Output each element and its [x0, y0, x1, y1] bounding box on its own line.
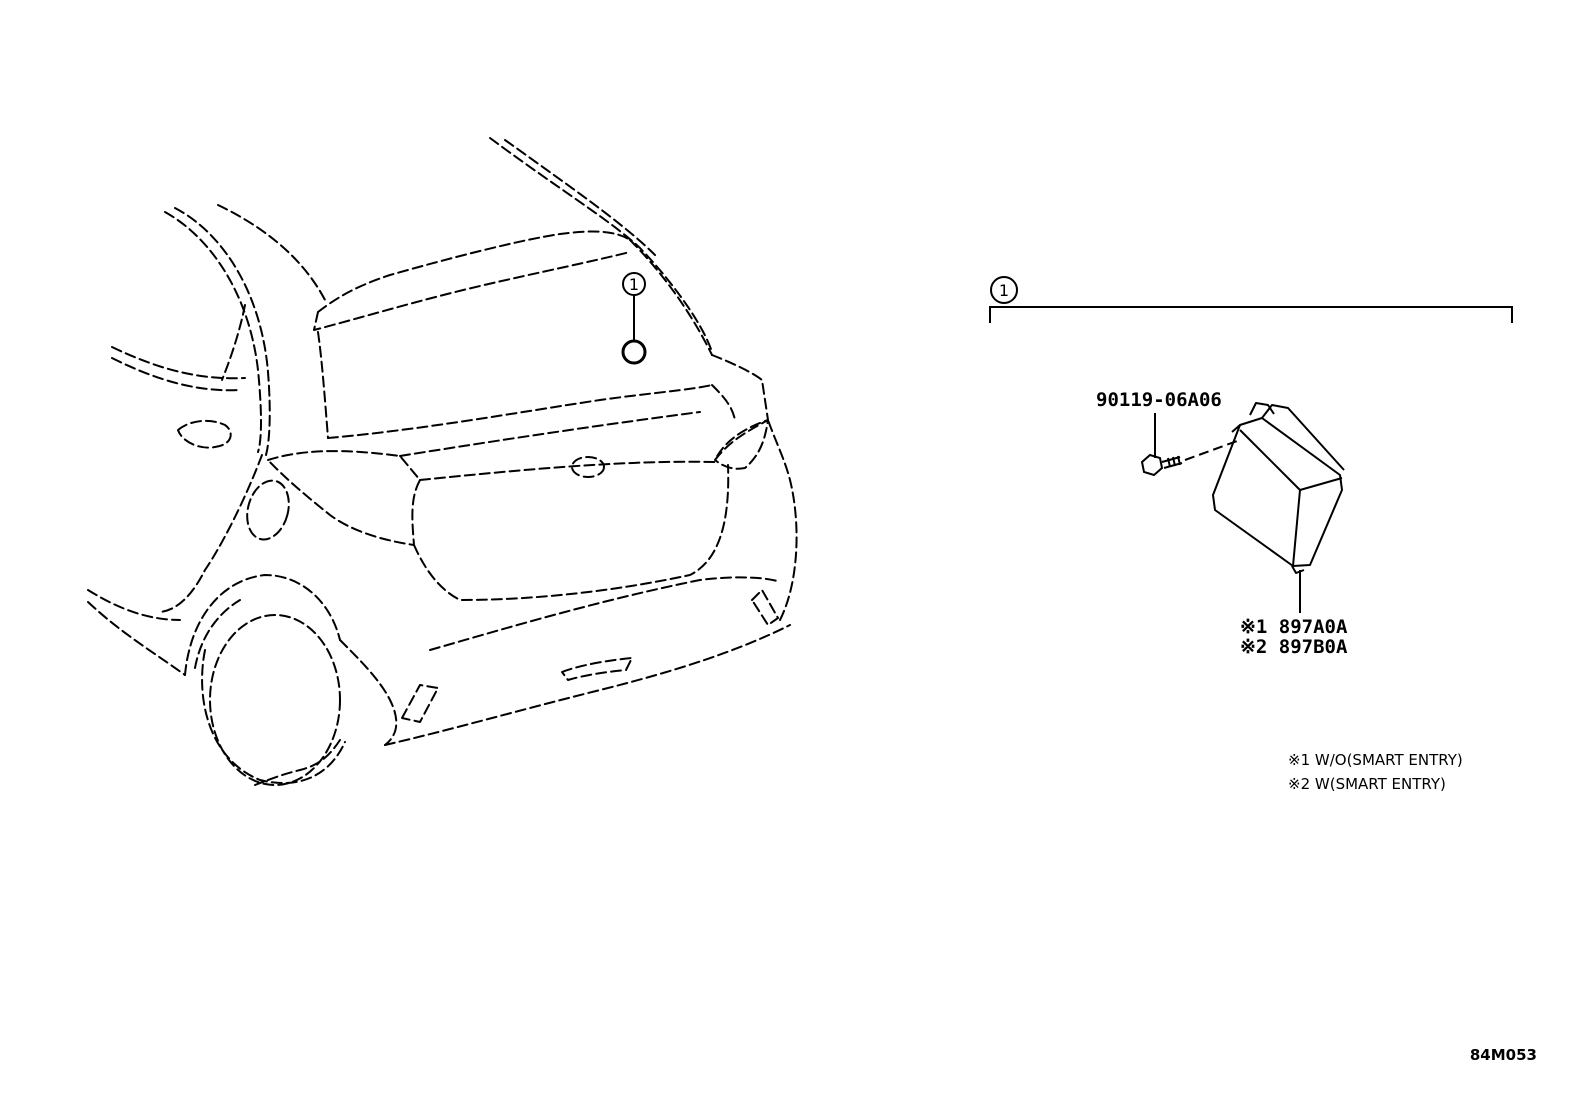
module-icon: [1212, 402, 1345, 574]
module-part-number-2: ※2 897B0A: [1240, 636, 1348, 658]
location-marker: [621, 339, 647, 365]
car-rear-illustration: [87, 137, 798, 786]
figure-id: 84M053: [1470, 1046, 1537, 1064]
install-line: [1184, 439, 1241, 461]
bolt-part-number: 90119-06A06: [1096, 389, 1222, 411]
callout-number-car: 1: [629, 275, 639, 294]
note-1: ※1 W/O(SMART ENTRY): [1288, 751, 1463, 769]
assembly-bracket: [989, 276, 1513, 323]
callout-number-bracket: 1: [999, 281, 1009, 300]
callout-circle: [990, 276, 1018, 304]
car-location-callout: [621, 272, 647, 365]
note-2: ※2 W(SMART ENTRY): [1288, 775, 1446, 793]
module-part-number-1: ※1 897A0A: [1240, 616, 1348, 638]
bolt-icon: [1140, 453, 1183, 477]
